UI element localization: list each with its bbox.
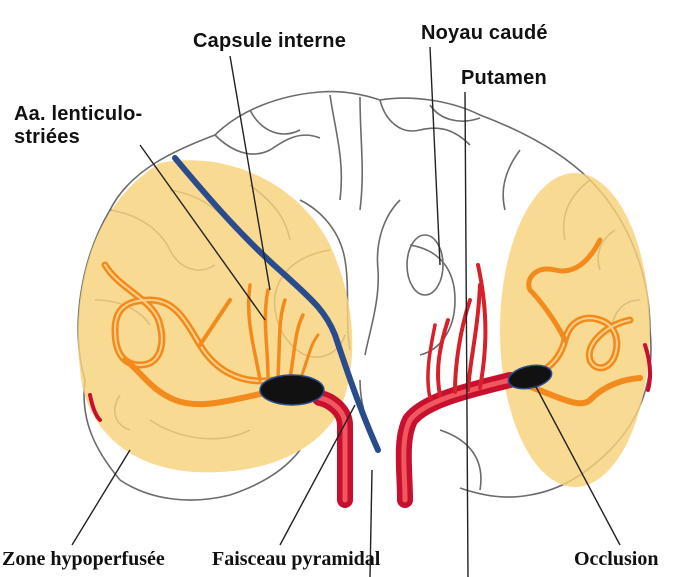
label-faisceau-pyramidal: Faisceau pyramidal	[212, 548, 380, 571]
label-aa-lenticulostriees: Aa. lenticulo- striées	[14, 103, 184, 149]
label-capsule-interne: Capsule interne	[193, 30, 346, 53]
label-putamen: Putamen	[461, 67, 547, 90]
leader-noyau-caude	[430, 47, 440, 265]
label-aa-lenticulostriees-line2: striées	[14, 126, 184, 149]
leader-zone-hypoperfusee	[72, 450, 130, 545]
leader-putamen	[465, 92, 468, 577]
hypoperfused-zone-right	[500, 173, 650, 487]
occlusion-left	[260, 375, 324, 405]
label-aa-lenticulostriees-line1: Aa. lenticulo-	[14, 103, 184, 126]
hypoperfused-zones	[78, 160, 650, 487]
label-zone-hypoperfusee: Zone hypoperfusée	[2, 548, 165, 571]
label-occlusion: Occlusion	[574, 548, 658, 571]
label-noyau-caude: Noyau caudé	[421, 22, 548, 45]
